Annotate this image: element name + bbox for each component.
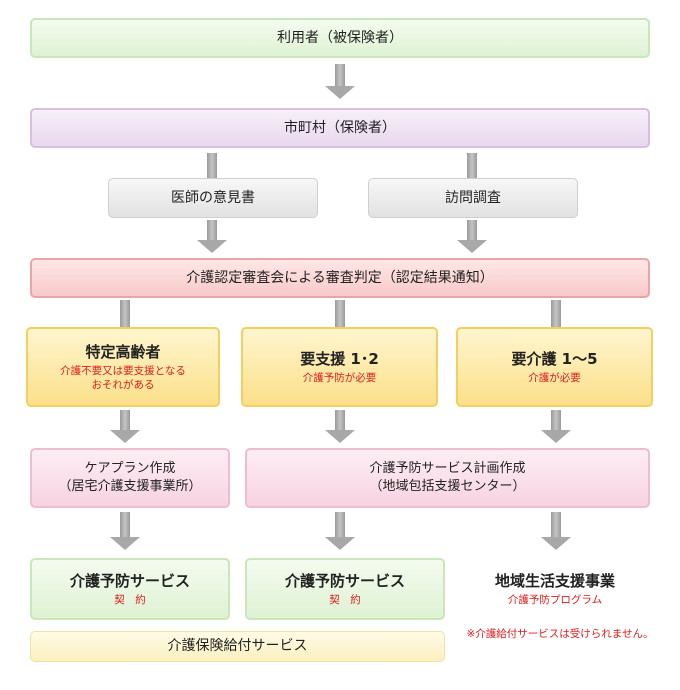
connector-line [109, 300, 141, 327]
contract-note: 契 約 [114, 593, 146, 606]
arrow-down-icon [456, 220, 488, 253]
specific-elderly-note: 介護不要又は要支援となる おそれがある [60, 364, 186, 391]
connector-line [196, 153, 228, 178]
doctor-opinion-label: 医師の意見書 [171, 189, 255, 206]
visit-survey-label: 訪問調査 [445, 189, 501, 206]
community-support-title: 地域生活支援事業 [494, 572, 615, 590]
arrow-down-icon [540, 410, 572, 443]
insurance-benefit-box: 介護保険給付サービス [30, 631, 445, 662]
certification-box: 介護認定審査会による審査判定（認定結果通知） [30, 258, 650, 298]
support-level-title: 要支援 1･2 [300, 349, 379, 368]
prevention-service-box-mid: 介護予防サービス 契 約 [245, 558, 445, 620]
arrow-down-icon [196, 220, 228, 253]
support-level-note: 介護予防が必要 [302, 371, 377, 384]
care-plan-box: ケアプラン作成 （居宅介護支援事業所） [30, 448, 230, 508]
arrow-down-icon [324, 512, 356, 550]
care-level-title: 要介護 1〜5 [511, 349, 598, 368]
contract-note: 契 約 [329, 593, 361, 606]
care-level-box: 要介護 1〜5 介護が必要 [456, 327, 653, 407]
prevention-service-title: 介護予防サービス [284, 571, 405, 590]
connector-line [540, 300, 572, 327]
arrow-down-icon [324, 410, 356, 443]
prevention-service-title: 介護予防サービス [69, 571, 190, 590]
community-support-note: 介護予防プログラム [507, 594, 603, 606]
community-support-block: 地域生活支援事業 介護予防プログラム [460, 570, 650, 608]
insurance-benefit-label: 介護保険給付サービス [167, 638, 308, 655]
connector-line [324, 300, 356, 327]
care-plan-label: ケアプラン作成 （居宅介護支援事業所） [58, 461, 202, 494]
doctor-opinion-box: 医師の意見書 [108, 178, 318, 218]
municipality-box: 市町村（保険者） [30, 108, 650, 148]
care-level-note: 介護が必要 [528, 371, 581, 384]
arrow-down-icon [324, 64, 356, 99]
user-box: 利用者（被保険者） [30, 18, 650, 58]
user-label: 利用者（被保険者） [277, 29, 403, 46]
prevention-plan-label: 介護予防サービス計画作成 （地域包括支援センター） [369, 461, 526, 494]
visit-survey-box: 訪問調査 [368, 178, 578, 218]
connector-line [456, 153, 488, 178]
footnote: ※介護給付サービスは受けられません。 [466, 628, 654, 640]
municipality-label: 市町村（保険者） [284, 119, 396, 136]
certification-label: 介護認定審査会による審査判定（認定結果通知） [186, 269, 494, 286]
arrow-down-icon [540, 512, 572, 550]
arrow-down-icon [109, 512, 141, 550]
support-level-box: 要支援 1･2 介護予防が必要 [241, 327, 438, 407]
specific-elderly-box: 特定高齢者 介護不要又は要支援となる おそれがある [26, 327, 220, 407]
specific-elderly-title: 特定高齢者 [85, 342, 161, 361]
arrow-down-icon [109, 410, 141, 443]
prevention-plan-box: 介護予防サービス計画作成 （地域包括支援センター） [245, 448, 650, 508]
prevention-service-box-left: 介護予防サービス 契 約 [30, 558, 230, 620]
